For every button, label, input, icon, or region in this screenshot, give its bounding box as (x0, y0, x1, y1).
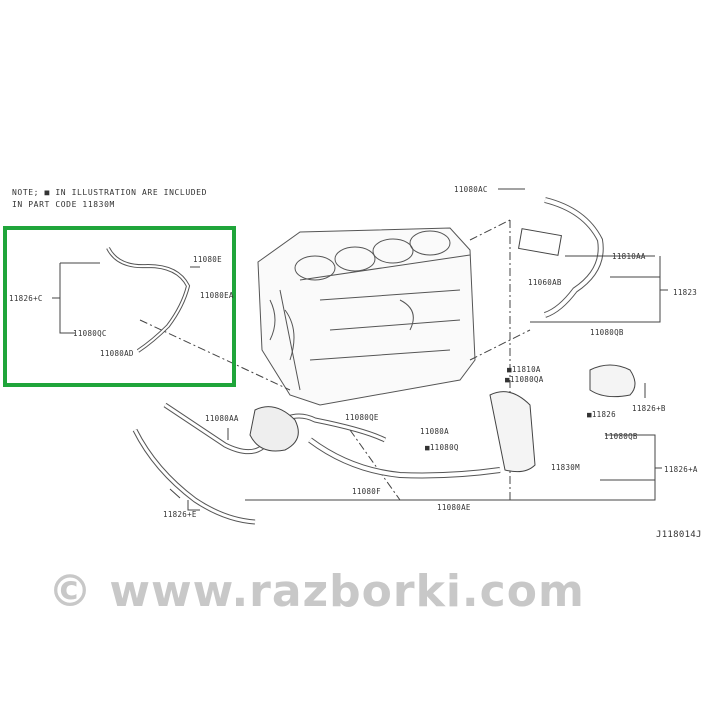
label-11830M: 11830M (551, 463, 580, 472)
label-11826A: 11826+A (664, 465, 698, 474)
label-11810A: ■11810A (507, 365, 541, 374)
label-11080AD: 11080AD (100, 349, 134, 358)
highlight-box (3, 226, 236, 387)
diagram-code: J118014J (656, 530, 702, 540)
watermark: © www.razborki.com (48, 566, 585, 617)
label-11080QE: 11080QE (345, 413, 379, 422)
label-11080Q: ■11080Q (425, 443, 459, 452)
label-11060AB: 11060AB (528, 278, 562, 287)
engine-block (257, 227, 476, 406)
label-11826E: 11826+E (163, 510, 197, 519)
label-11080QB-top: 11080QB (590, 328, 624, 337)
label-11080AC: 11080AC (454, 185, 488, 194)
note-line-2: IN PART CODE 11830M (12, 200, 115, 209)
label-11080EA: 11080EA (200, 291, 234, 300)
label-11823: 11823 (673, 288, 698, 297)
label-11080AA: 11080AA (205, 414, 239, 423)
diagram-note: NOTE; ■ IN ILLUSTRATION ARE INCLUDED IN … (12, 187, 207, 211)
label-11080F: 11080F (352, 487, 381, 496)
label-11826B: 11826+B (632, 404, 666, 413)
label-11810AA: 11810AA (612, 252, 646, 261)
label-11826: ■11826 (587, 410, 616, 419)
label-11080AE: 11080AE (437, 503, 471, 512)
label-11826C: 11826+C (9, 294, 43, 303)
label-11080QC: 11080QC (73, 329, 107, 338)
label-11080E: 11080E (193, 255, 222, 264)
label-11080QA: ■11080QA (505, 375, 544, 384)
note-line-1: NOTE; ■ IN ILLUSTRATION ARE INCLUDED (12, 188, 207, 197)
label-11080QB-bottom: 11080QB (604, 432, 638, 441)
label-11080A: 11080A (420, 427, 449, 436)
